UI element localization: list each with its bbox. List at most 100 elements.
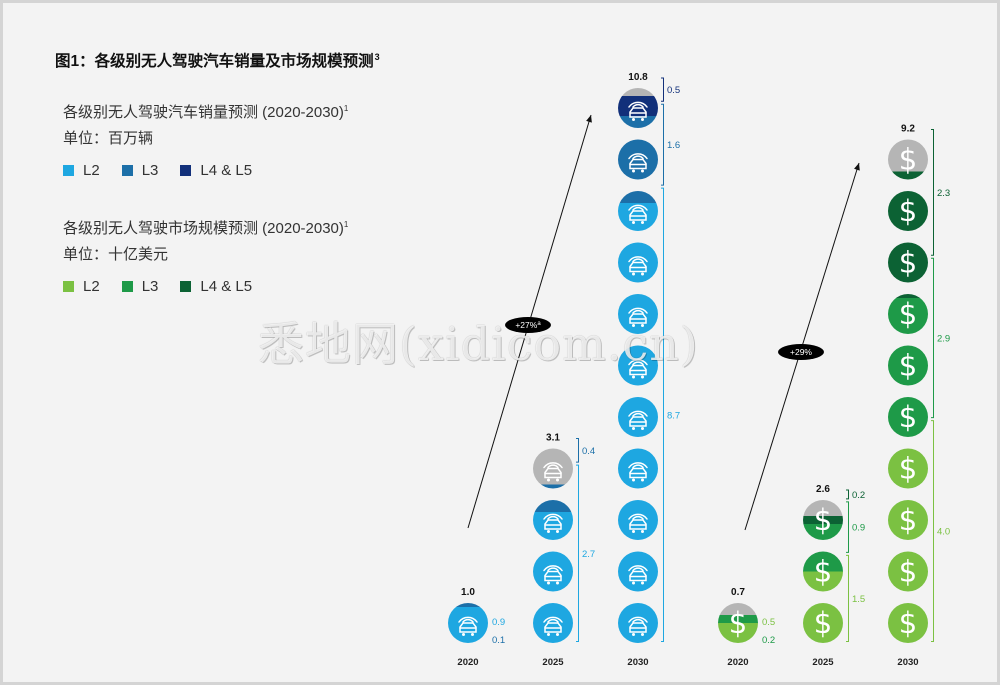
legend-swatch	[121, 281, 133, 292]
legend-swatch	[63, 281, 74, 292]
signal-arc	[547, 464, 559, 469]
dollar-glyph: $	[899, 606, 917, 640]
car-icon	[618, 448, 658, 489]
total-label: 1.0	[461, 587, 475, 598]
growth-arrowhead	[586, 115, 592, 123]
car-wheel	[641, 427, 644, 430]
market-unit: 单位：十亿美元	[63, 246, 169, 263]
segment-bracket	[846, 501, 849, 553]
dollar-glyph: $	[899, 246, 917, 280]
car-body	[544, 467, 562, 479]
total-label: 9.2	[901, 124, 915, 135]
car-icon	[533, 500, 573, 540]
signal-arc	[632, 103, 644, 108]
market-unit-circle	[888, 551, 928, 592]
dollar-glyph: $	[899, 555, 917, 589]
car-icon	[618, 191, 658, 231]
signal-arc	[628, 359, 648, 366]
dollar-icon: $	[718, 603, 758, 643]
legend-swatch	[121, 165, 133, 176]
signal-arc	[628, 462, 648, 469]
car-icon	[618, 294, 658, 334]
signal-arc	[628, 616, 648, 623]
car-body	[629, 313, 647, 324]
signal-arc	[547, 618, 559, 623]
sales-unit: 单位：百万辆	[63, 130, 154, 147]
car-wheel	[632, 221, 635, 224]
legend-item: L2	[63, 278, 100, 295]
car-body	[629, 622, 647, 633]
market-legend: L2 L3 L4 & L5	[63, 278, 274, 295]
segment-label: 2.3	[937, 188, 950, 199]
car-wheel	[462, 633, 465, 636]
car-icon	[618, 242, 658, 283]
car-wheel	[641, 581, 644, 585]
signal-arc	[547, 515, 559, 520]
dollar-glyph: $	[814, 606, 832, 640]
dollar-glyph: $	[899, 349, 917, 383]
segment-label: 0.2	[762, 635, 775, 646]
car-wheel	[641, 169, 644, 173]
car-wheel	[556, 530, 559, 533]
market-unit-circle	[888, 191, 928, 231]
market-unit-circle	[718, 603, 758, 643]
signal-arc	[543, 462, 563, 469]
car-wheel	[632, 272, 635, 276]
year-label: 2030	[897, 657, 918, 668]
chart-canvas: 1.020200.90.13.120252.70.410.820308.71.6…	[448, 72, 950, 668]
year-label: 2020	[457, 657, 478, 668]
car-body	[544, 519, 562, 530]
car-wheel	[641, 530, 644, 533]
legend-item: L3	[121, 278, 159, 295]
signal-arc	[632, 155, 644, 160]
car-body	[629, 158, 647, 170]
segment-label: 8.7	[667, 410, 680, 421]
signal-arc	[462, 618, 474, 623]
signal-arc	[543, 616, 563, 623]
dollar-glyph: $	[899, 452, 917, 486]
car-body	[629, 467, 647, 479]
car-icon	[618, 88, 658, 128]
dollar-icon: $	[888, 448, 928, 489]
legend-label: L4 & L5	[200, 278, 253, 295]
dollar-glyph: $	[899, 194, 917, 228]
car-body	[629, 364, 647, 376]
legend-label: L3	[141, 278, 159, 295]
segment-bracket	[661, 103, 664, 186]
growth-rate-label: +29%	[790, 347, 812, 357]
car-icon	[533, 603, 573, 643]
dollar-glyph: $	[899, 297, 917, 331]
dollar-icon: $	[803, 551, 843, 592]
car-body	[629, 416, 647, 427]
car-body	[629, 107, 647, 118]
car-wheel	[547, 633, 550, 636]
car-body	[629, 570, 647, 582]
car-wheel	[632, 530, 635, 533]
growth-rate-label: +27%a	[515, 320, 541, 330]
dollar-glyph: $	[899, 503, 917, 537]
signal-arc	[628, 101, 648, 108]
signal-arc	[628, 410, 648, 417]
segment-label: 0.9	[852, 523, 865, 534]
segment-label: 0.4	[582, 446, 595, 457]
car-body	[629, 210, 647, 221]
signal-arc	[632, 361, 644, 366]
segment-label: 1.5	[852, 594, 865, 605]
growth-badge	[505, 317, 551, 333]
market-subtitle: 各级别无人驾驶市场规模预测 (2020-2030)1	[63, 220, 349, 237]
dollar-icon: $	[888, 345, 928, 386]
car-wheel	[641, 633, 644, 636]
dollar-glyph: $	[814, 503, 832, 537]
car-wheel	[471, 633, 474, 636]
car-wheel	[641, 324, 644, 327]
segment-bracket	[846, 554, 849, 642]
dollar-icon: $	[888, 603, 928, 643]
total-label: 0.7	[731, 587, 745, 598]
market-unit-circle	[888, 242, 928, 283]
car-wheel	[632, 169, 635, 173]
car-wheel	[632, 581, 635, 585]
market-unit-circle	[803, 551, 843, 592]
legend-label: L2	[83, 162, 100, 179]
car-body	[629, 261, 647, 273]
car-icon	[448, 603, 488, 643]
